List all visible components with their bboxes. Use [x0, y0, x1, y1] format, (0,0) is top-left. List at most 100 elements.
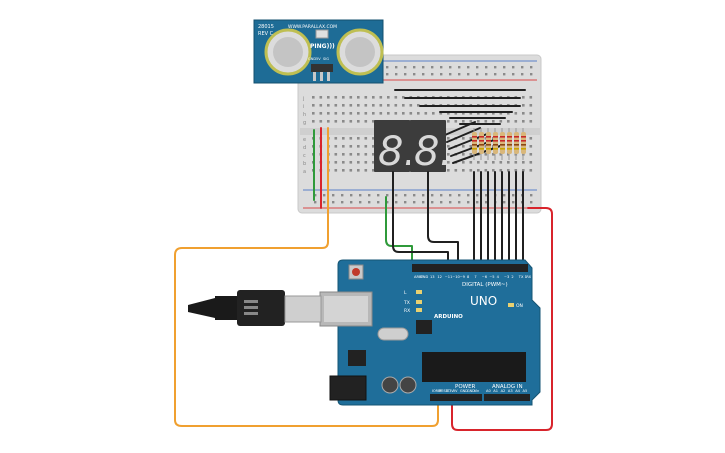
rail-hole [413, 73, 416, 76]
bb-hole [349, 96, 353, 99]
bb-hole [492, 112, 495, 115]
bb-hole [357, 169, 360, 172]
row-letter: b [303, 161, 306, 167]
bb-hole [319, 96, 323, 99]
bb-hole [379, 96, 383, 99]
bb-hole [319, 104, 323, 107]
bb-hole [417, 112, 420, 115]
rail-hole [314, 201, 317, 204]
row-letter: a [303, 169, 306, 175]
rail-hole [440, 66, 443, 69]
bb-hole [529, 161, 533, 164]
row-letter: d [303, 145, 306, 151]
power-pin-label: IOREF [432, 389, 442, 393]
bb-hole [469, 137, 473, 140]
bb-hole [357, 112, 360, 115]
bb-hole [514, 112, 518, 115]
bb-hole [447, 161, 450, 164]
sensor-pin-gnd: GND [308, 57, 316, 61]
rail-hole [512, 194, 515, 197]
bb-hole [402, 104, 405, 107]
pin-label: ~3 [504, 275, 509, 279]
rail-hole [413, 201, 416, 204]
rail-hole [395, 66, 398, 69]
pin-label: TX 1 [518, 275, 527, 279]
digital-label: DIGITAL (PWM~) [462, 282, 508, 288]
bb-hole [342, 137, 345, 140]
sensor-rev: REV C [258, 31, 274, 37]
rail-hole [377, 201, 380, 204]
rail-hole [413, 66, 416, 69]
rail-hole [359, 201, 362, 204]
analog-pin-label: A4 [515, 389, 520, 393]
pin-label-aref: AREF [414, 275, 423, 279]
bb-hole [372, 145, 375, 148]
bb-hole [357, 104, 360, 107]
led-label-tx: TX [403, 300, 410, 306]
wire-green [385, 196, 413, 267]
rail-hole [341, 201, 344, 204]
bb-hole [334, 112, 338, 115]
bb-hole [522, 112, 525, 115]
resistor-band [521, 144, 526, 146]
wires [174, 127, 553, 431]
bb-hole [469, 161, 473, 164]
resistor-band [507, 136, 512, 138]
rail-hole [521, 66, 524, 69]
wire-black-display-2 [427, 171, 459, 267]
bb-hole [477, 169, 480, 172]
bb-hole [312, 96, 315, 99]
led-label-rx: RX [404, 308, 410, 314]
bb-hole [394, 96, 398, 99]
bb-hole [342, 153, 345, 156]
bb-hole [477, 112, 480, 115]
power-pin-label: 5V [453, 389, 458, 393]
rail-hole [413, 194, 416, 197]
bb-hole [529, 137, 533, 140]
row-letter: e [303, 137, 306, 143]
bb-hole [379, 104, 383, 107]
rail-hole [368, 201, 371, 204]
bb-hole [484, 120, 488, 123]
bb-hole [334, 137, 338, 140]
pin-label: ~9 [460, 275, 466, 279]
bb-hole [349, 137, 353, 140]
bb-hole [327, 104, 330, 107]
rail-hole [368, 194, 371, 197]
pin-label-gnd: GND [420, 275, 428, 279]
bb-hole [372, 112, 375, 115]
rail-hole [449, 201, 452, 204]
bb-hole [312, 104, 315, 107]
rail-hole [530, 201, 533, 204]
sensor-pin-5v: 5V [316, 57, 321, 61]
bb-hole [492, 153, 495, 156]
bb-hole [462, 169, 465, 172]
rail-hole [332, 201, 335, 204]
rail-hole [386, 194, 389, 197]
bb-hole [447, 120, 450, 123]
resistor-band [479, 136, 484, 138]
rail-hole [530, 194, 533, 197]
pin-label: 2 [511, 275, 513, 279]
bb-hole [462, 145, 465, 148]
resistor-band [514, 144, 519, 146]
rail-hole [386, 73, 389, 76]
bb-hole [394, 104, 398, 107]
pin-label: 12 [437, 275, 442, 279]
rail-hole [476, 194, 479, 197]
bb-hole [477, 161, 480, 164]
rail-hole [521, 73, 524, 76]
rail-hole [512, 66, 515, 69]
bb-hole [387, 112, 390, 115]
rail-hole [431, 66, 434, 69]
usb-cable [188, 290, 322, 326]
bb-hole [514, 161, 518, 164]
rail-hole [359, 194, 362, 197]
bb-hole [357, 137, 360, 140]
resistor [479, 132, 484, 154]
bb-hole [342, 96, 345, 99]
rail-hole [395, 201, 398, 204]
bb-hole [364, 104, 368, 107]
row-letter: g [303, 120, 306, 126]
arduino-model: UNO [470, 294, 497, 308]
